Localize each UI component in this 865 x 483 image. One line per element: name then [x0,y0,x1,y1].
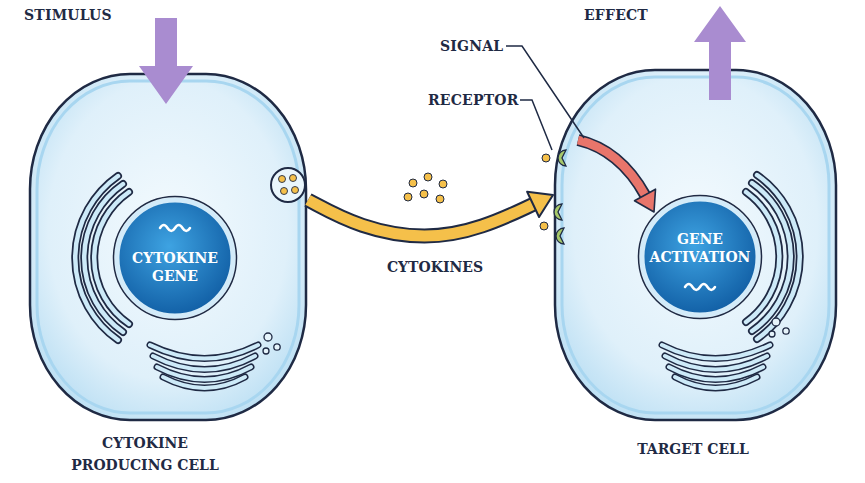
part-label: RECEPTOR [428,91,519,109]
golgi-vesicle [274,344,280,350]
part-label: STIMULUS [24,6,112,24]
golgi-apparatus [662,345,770,388]
receptor-symbol [558,150,566,166]
producing-cell: CYTOKINE PRODUCING CELL CYTOKINE GENE [28,72,308,477]
nucleus-label: GENE ACTIVATION [644,230,756,266]
cytokine-dot [540,222,548,230]
edge-label: CYTOKINES [375,258,495,276]
receptor-symbol [556,228,564,244]
cell-label: CYTOKINE PRODUCING CELL [60,432,230,476]
signal-arrow [578,140,645,195]
cytokine-dot [281,188,288,195]
nucleus: GENE ACTIVATION [636,193,764,321]
effect-arrow [694,6,746,100]
arrow-body [308,200,535,236]
endoplasmic-reticulum [75,176,129,340]
golgi-vesicle [264,333,272,341]
endoplasmic-reticulum [746,175,800,339]
arrow-outline [308,200,535,236]
arrow-head [527,192,553,217]
cytokine-dot [290,175,297,182]
cell-label: TARGET CELL [608,438,778,460]
cytokine-dot [292,187,299,194]
cytokine-dot [436,195,444,203]
receptor-symbol [554,204,562,220]
part-label: EFFECT [584,6,648,24]
cell-membrane [30,74,306,420]
nucleus-text-box: GENE ACTIVATION [636,193,764,321]
cytokine-arrow [308,192,553,236]
cytokine-dot [279,176,286,183]
cytokine-dot [542,154,550,162]
golgi-vesicle [772,318,780,326]
nucleus: CYTOKINE GENE [111,194,239,322]
inner-membrane [562,77,829,413]
endoplasmic-reticulum [75,176,129,340]
golgi-apparatus [150,345,258,388]
nucleus-label: CYTOKINE GENE [119,249,231,285]
cytokine-dot [424,173,432,181]
cell-membrane [555,70,836,420]
secretory-vesicle [271,168,305,202]
nucleus-rim [639,196,762,319]
gene-symbol [160,225,190,231]
nucleus-text-box: CYTOKINE GENE [111,194,239,322]
cytokine-dot [420,190,428,198]
signal-arrow [578,140,645,195]
nucleus-body [117,200,233,316]
golgi-apparatus [150,345,258,388]
golgi-vesicle [769,331,775,337]
part-label: SIGNAL [440,37,503,55]
gene-symbol [685,284,715,290]
cytokine-dot [439,180,447,188]
endoplasmic-reticulum [746,175,800,339]
signal-arrowhead [635,189,656,212]
stimulus-arrow [139,18,193,104]
golgi-vesicle [783,328,789,334]
golgi-apparatus [662,345,770,388]
nucleus-body [642,199,758,315]
golgi-vesicle [263,348,269,354]
nucleus-rim [114,197,237,320]
cytokine-dot [404,193,412,201]
leader-line [520,100,552,150]
cytokine-dot [409,179,417,187]
inner-membrane [37,81,299,413]
